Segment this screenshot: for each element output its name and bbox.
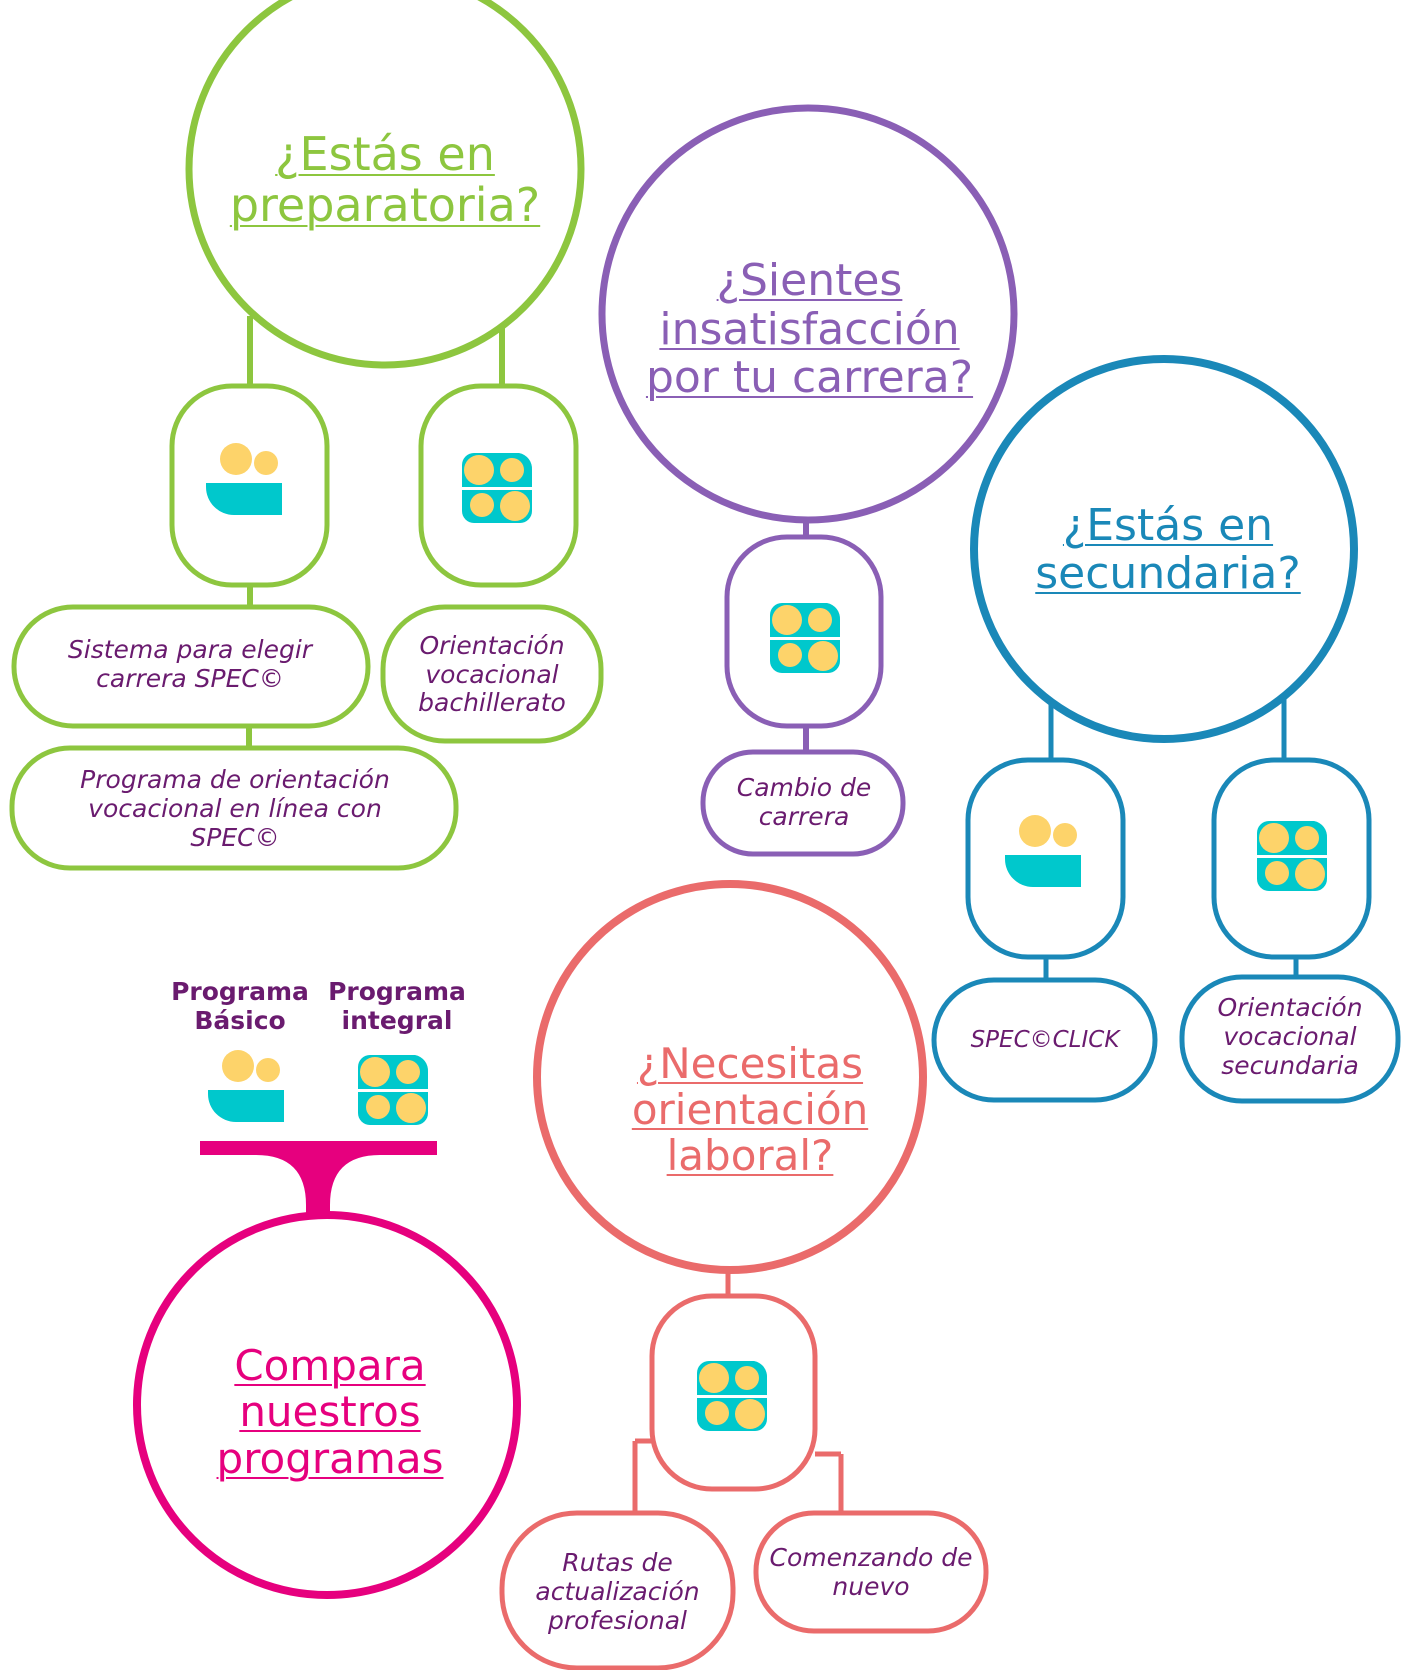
secundaria-circle[interactable] xyxy=(970,355,1358,743)
laboral-item-2[interactable]: Comenzando de nuevo xyxy=(769,1542,973,1601)
preparatoria-item-box-2[interactable] xyxy=(380,604,604,744)
program-integral-label: Programa integral xyxy=(328,977,466,1035)
integral-program-icon xyxy=(697,1361,768,1431)
preparatoria-item-box-3[interactable] xyxy=(9,745,459,871)
secundaria-item-box-2[interactable] xyxy=(1179,974,1401,1104)
program-basic-label: Programa Básico xyxy=(171,977,309,1035)
preparatoria-circle[interactable] xyxy=(185,0,585,369)
integral-program-icon xyxy=(462,453,533,523)
integral-program-icon xyxy=(770,603,841,673)
preparatoria-item-2[interactable]: Orientación vocacional bachillerato xyxy=(418,630,566,718)
basic-program-icon xyxy=(208,1050,284,1122)
compara-title[interactable]: Compara nuestros programas xyxy=(180,1335,480,1490)
carrera-item-1[interactable]: Cambio de carrera xyxy=(736,772,872,831)
preparatoria-title-link[interactable]: ¿Estás en preparatoria? xyxy=(229,127,541,232)
secundaria-title-link[interactable]: ¿Estás en secundaria? xyxy=(1035,499,1301,599)
laboral-branch xyxy=(632,1270,844,1513)
compara-connector xyxy=(200,1141,437,1262)
preparatoria-item-3[interactable]: Programa de orientación vocacional en lí… xyxy=(80,765,390,852)
integral-program-icon xyxy=(358,1055,429,1125)
preparatoria-item-1[interactable]: Sistema para elegir carrera SPEC© xyxy=(67,635,313,693)
preparatoria-item-box-1[interactable] xyxy=(11,604,371,729)
compara-circle[interactable] xyxy=(133,1211,521,1599)
carrera-title-link[interactable]: ¿Sientes insatisfacción por tu carrera? xyxy=(645,255,974,404)
integral-program-icon xyxy=(1257,821,1328,891)
carrera-title[interactable]: ¿Sientes insatisfacción por tu carrera? xyxy=(632,225,987,435)
laboral-circle[interactable] xyxy=(533,880,927,1274)
laboral-item-box-1[interactable] xyxy=(499,1510,736,1670)
carrera-circle[interactable] xyxy=(598,104,1018,524)
secundaria-item-2[interactable]: Orientación vocacional secundaria xyxy=(1217,993,1363,1080)
laboral-title[interactable]: ¿Necesitas orientación laboral? xyxy=(600,1030,900,1190)
preparatoria-title[interactable]: ¿Estás en preparatoria? xyxy=(200,115,570,245)
compara-title-link[interactable]: Compara nuestros programas xyxy=(216,1341,444,1483)
carrera-item-box[interactable] xyxy=(700,749,906,857)
laboral-item-1[interactable]: Rutas de actualización profesional xyxy=(535,1548,700,1635)
laboral-title-link[interactable]: ¿Necesitas orientación laboral? xyxy=(631,1038,869,1181)
laboral-item-box-2[interactable] xyxy=(753,1510,989,1634)
secundaria-item-box-1[interactable] xyxy=(931,977,1158,1103)
secundaria-title[interactable]: ¿Estás en secundaria? xyxy=(1008,495,1328,605)
secundaria-item-1[interactable]: SPEC©CLICK xyxy=(970,1026,1120,1053)
